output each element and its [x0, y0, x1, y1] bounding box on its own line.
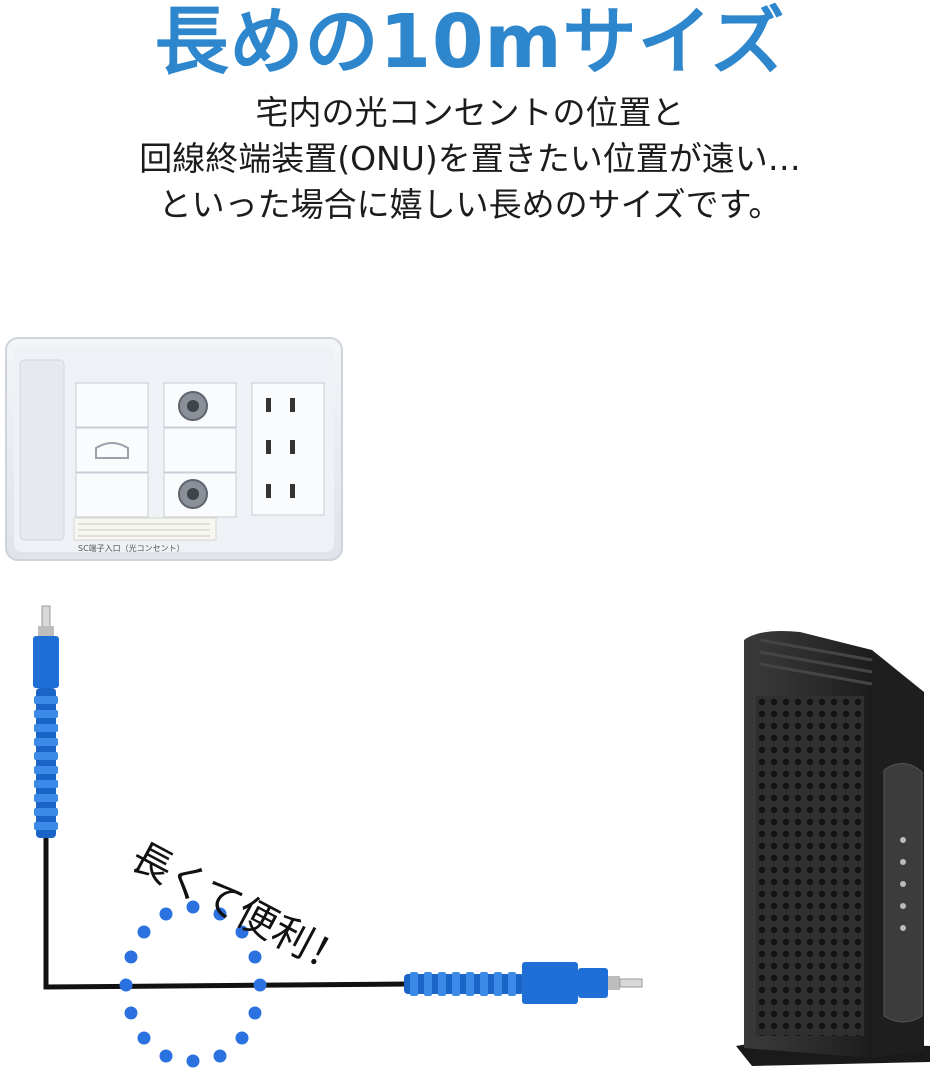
- fiber-connector-vertical-icon: [33, 605, 59, 838]
- outlet-label: SC端子入口（光コンセント）: [78, 543, 185, 553]
- description-line-3: といった場合に嬉しい長めのサイズです。: [158, 185, 782, 224]
- onu-device-icon: [736, 631, 930, 1066]
- description-line-2: 回線終端装置(ONU)を置きたい位置が遠い…: [139, 139, 801, 178]
- fiber-connector-horizontal-icon: [404, 962, 643, 1004]
- description: 宅内の光コンセントの位置と 回線終端装置(ONU)を置きたい位置が遠い… といっ…: [0, 90, 940, 228]
- headline: 長めの10mサイズ: [154, 0, 786, 85]
- description-line-1: 宅内の光コンセントの位置と: [255, 93, 685, 132]
- highlight-dotted-circle: [119, 900, 267, 1068]
- fiber-cable: [43, 836, 409, 990]
- wall-outlet-panel-icon: SC端子入口（光コンセント）: [5, 337, 343, 561]
